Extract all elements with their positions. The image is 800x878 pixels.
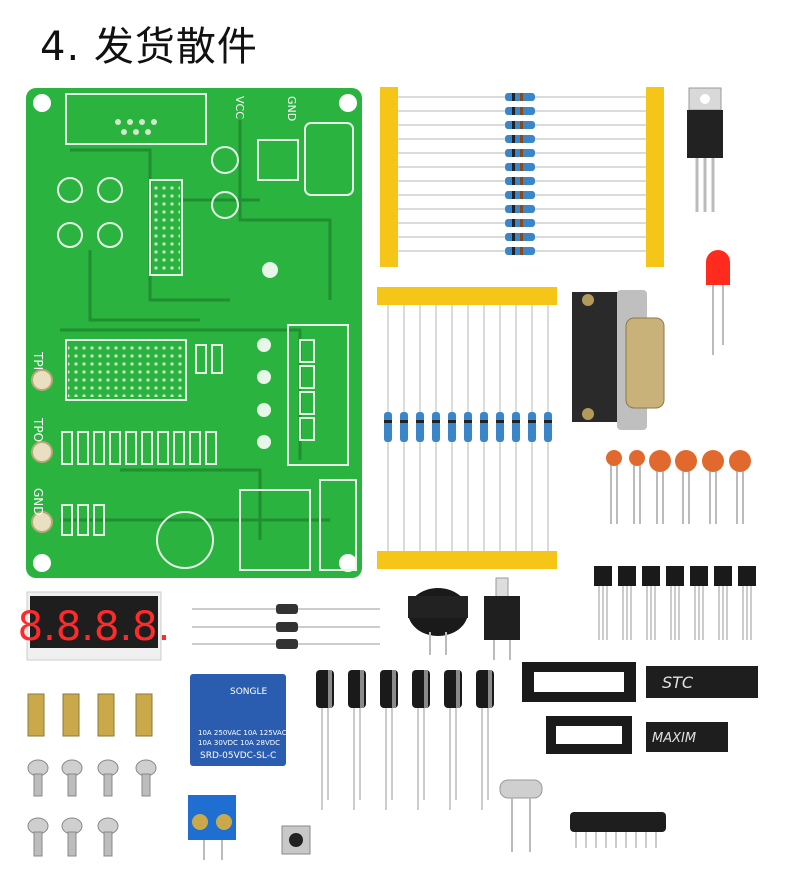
relay-rating-2: 10A 30VDC 10A 28VDC — [198, 739, 280, 747]
crystal-oscillator — [499, 779, 543, 852]
resistor — [400, 412, 408, 442]
max-chip-label: MAXIM — [652, 731, 696, 746]
ceramic-capacitor — [675, 450, 697, 472]
stc-chip: STC — [646, 666, 758, 698]
vcc-label: VCC — [233, 96, 246, 119]
push-switch — [484, 577, 520, 660]
brass-standoff — [62, 693, 80, 737]
ic-socket-small — [546, 716, 632, 754]
brass-standoffs — [27, 693, 153, 737]
pin-label-tpo: TPO — [31, 417, 45, 442]
relay: SONGLE 10A 250VAC 10A 125VAC 10A 30VDC 1… — [190, 674, 287, 766]
resistor-tape-vertical — [377, 287, 557, 569]
transistor — [738, 566, 756, 586]
relay-rating-1: 10A 250VAC 10A 125VAC — [198, 729, 287, 737]
transistor — [618, 566, 636, 586]
resistor — [528, 412, 536, 442]
resistor-tape-horizontal — [380, 87, 664, 267]
transistor — [642, 566, 660, 586]
pcb-board: TPI TPO GND VCC GND — [26, 88, 362, 578]
ceramic-capacitor — [606, 450, 622, 466]
terminal-block — [188, 795, 236, 860]
relay-brand: SONGLE — [230, 687, 268, 697]
brass-standoff — [27, 693, 45, 737]
resistor — [496, 412, 504, 442]
ic-socket-large — [522, 662, 636, 702]
ceramic-capacitor — [629, 450, 645, 466]
resistor — [416, 412, 424, 442]
brass-standoff — [97, 693, 115, 737]
buzzer — [408, 588, 468, 655]
resistor — [432, 412, 440, 442]
ceramic-capacitor — [649, 450, 671, 472]
ceramic-capacitor — [729, 450, 751, 472]
pin-label-tpi: TPI — [31, 351, 45, 370]
resistor-network — [570, 812, 666, 848]
stc-chip-label: STC — [662, 673, 694, 692]
brass-standoff — [135, 693, 153, 737]
relay-model: SRD-05VDC-SL-C — [200, 751, 276, 761]
resistor — [464, 412, 472, 442]
voltage-regulator — [687, 87, 723, 212]
test-pins — [31, 369, 53, 533]
transistor — [690, 566, 708, 586]
ceramic-capacitors — [606, 450, 751, 524]
screws — [27, 759, 157, 857]
page-title: 4. 发货散件 — [40, 24, 258, 70]
pin-label-gnd: GND — [31, 488, 45, 516]
transistor — [594, 566, 612, 586]
gnd-label: GND — [285, 96, 298, 121]
resistor — [384, 412, 392, 442]
transistor — [714, 566, 732, 586]
transistor — [666, 566, 684, 586]
diodes — [192, 604, 380, 649]
resistor — [544, 412, 552, 442]
ceramic-capacitor — [702, 450, 724, 472]
resistor — [448, 412, 456, 442]
electrolytic-capacitors — [316, 670, 494, 810]
transistors — [594, 566, 756, 640]
tact-switch — [281, 825, 311, 855]
seven-segment-display: 8.8.8.8. — [18, 591, 171, 661]
db9-connector — [572, 290, 665, 430]
max-chip: MAXIM — [646, 722, 728, 752]
display-digits: 8.8.8.8. — [18, 604, 171, 650]
resistor — [512, 412, 520, 442]
resistor — [480, 412, 488, 442]
red-led — [706, 250, 730, 355]
